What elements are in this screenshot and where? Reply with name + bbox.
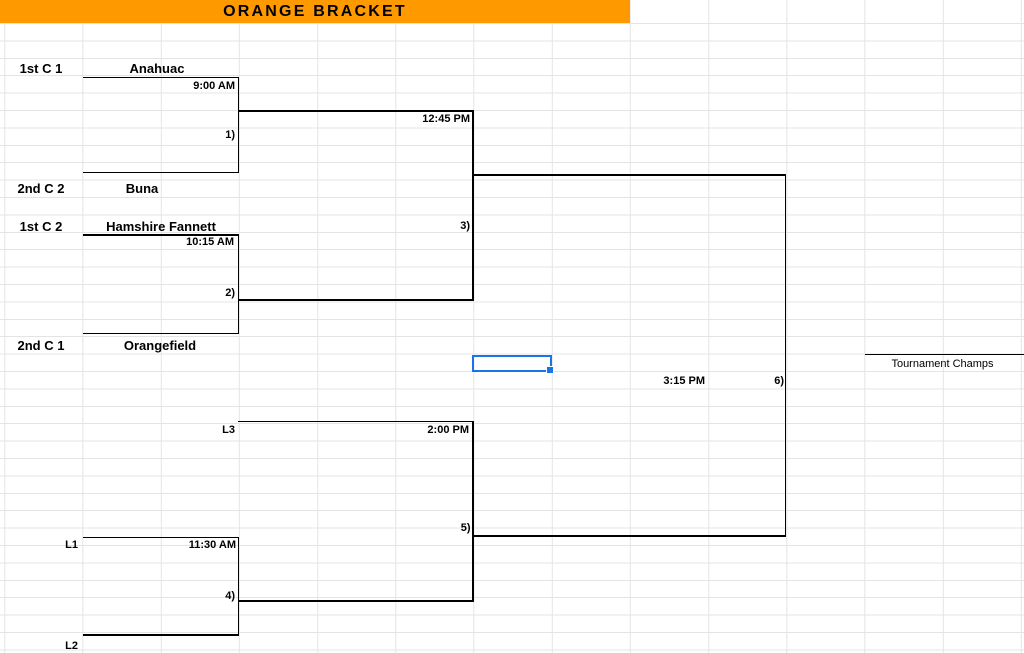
game2-time-cell[interactable]: 10:15 AM: [186, 236, 234, 248]
game5-time-cell[interactable]: 2:00 PM: [427, 424, 469, 436]
bracket-title: ORANGE BRACKET: [223, 3, 407, 20]
game4-bottom-source-cell[interactable]: L2: [65, 639, 78, 652]
game4-winner-line: [237, 600, 474, 602]
tournament-champs-cell[interactable]: Tournament Champs: [891, 357, 994, 370]
game4-number-cell[interactable]: 4): [225, 590, 235, 602]
game2-number-cell[interactable]: 2): [225, 287, 235, 299]
fill-handle[interactable]: [546, 366, 554, 374]
game1-bottom-line: [83, 171, 239, 174]
game6-vertical-line: [784, 174, 787, 537]
game1-bottom-seed-cell[interactable]: 2nd C 2: [17, 181, 65, 196]
game5-source-cell[interactable]: L3: [222, 424, 235, 436]
game1-top-line: [83, 76, 239, 79]
game3-number-cell[interactable]: 3): [460, 220, 470, 232]
game4-vertical-line: [237, 536, 240, 636]
game2-top-seed-cell[interactable]: 1st C 2: [19, 218, 63, 234]
grid-horizontal-lines: [0, 23, 1024, 653]
game2-top-team-cell[interactable]: Hamshire Fannett: [106, 218, 216, 234]
game1-number-cell[interactable]: 1): [225, 129, 235, 141]
bracket-title-bar[interactable]: ORANGE BRACKET: [0, 0, 630, 23]
game1-top-seed-cell[interactable]: 1st C 1: [19, 60, 63, 76]
game4-top-line: [83, 536, 239, 539]
game1-winner-line: [237, 110, 474, 112]
game6-number-cell[interactable]: 6): [774, 374, 784, 387]
game5-winner-line: [472, 535, 787, 537]
champs-line: [865, 353, 1024, 356]
game2-vertical-line: [237, 234, 240, 334]
game1-vertical-line: [237, 76, 240, 173]
game5-top-line: [238, 420, 474, 423]
game2-bottom-line: [83, 332, 239, 335]
game6-time-cell[interactable]: 3:15 PM: [663, 374, 705, 387]
game4-time-cell[interactable]: 11:30 AM: [188, 538, 236, 551]
game2-bottom-team-cell[interactable]: Orangefield: [123, 338, 197, 353]
game5-vertical-line: [472, 420, 475, 602]
game4-bottom-line: [83, 634, 239, 636]
game1-time-cell[interactable]: 9:00 AM: [193, 79, 235, 92]
game4-top-source-cell[interactable]: L1: [65, 538, 78, 551]
game2-bottom-seed-cell[interactable]: 2nd C 1: [17, 338, 65, 353]
game5-number-cell[interactable]: 5): [460, 521, 471, 534]
game3-time-cell[interactable]: 12:45 PM: [422, 113, 470, 125]
game3-vertical-line: [472, 110, 475, 301]
selected-cell[interactable]: [472, 355, 554, 374]
game1-top-team-cell[interactable]: Anahuac: [129, 60, 185, 76]
game2-top-line: [83, 234, 239, 236]
game3-winner-line: [472, 174, 787, 176]
game2-winner-line: [237, 299, 474, 301]
game1-bottom-team-cell[interactable]: Buna: [125, 181, 159, 196]
